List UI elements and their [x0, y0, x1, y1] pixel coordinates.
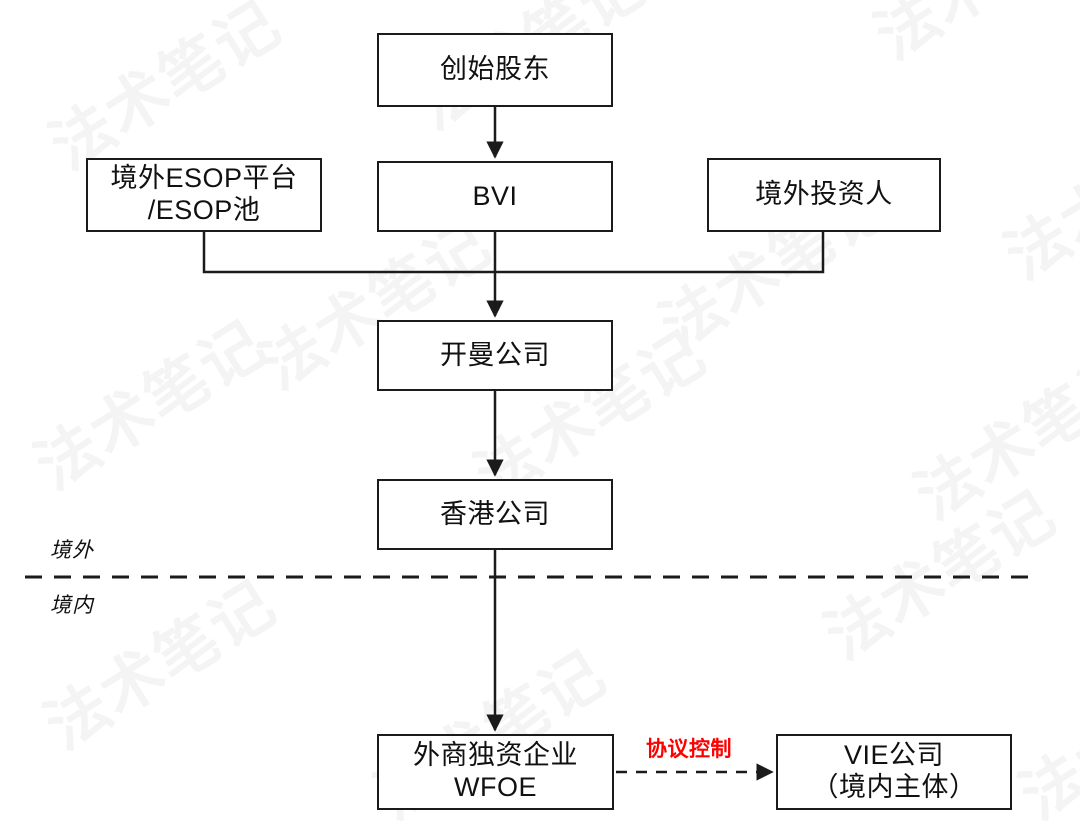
bvi-company-box[interactable]: BVI: [377, 161, 613, 232]
cayman-company-label: 开曼公司: [440, 340, 550, 372]
edge-esop-to-cayman: [202, 232, 495, 274]
bvi-company-label: BVI: [472, 181, 517, 213]
offshore-investor-box[interactable]: 境外投资人: [707, 158, 941, 232]
edge-investor-to-cayman: [495, 232, 825, 274]
wfoe-company-label-line1: 外商独资企业: [413, 740, 578, 771]
vie-company-label-line1: VIE公司: [843, 740, 945, 771]
offshore-zone-label: 境外: [50, 539, 94, 562]
vie-company-box[interactable]: VIE公司（境内主体）: [776, 734, 1012, 810]
hongkong-company-label-line1: 香港公司: [440, 498, 550, 529]
offshore-investor-label-line1: 境外投资人: [755, 179, 893, 210]
bvi-company-label-line1: BVI: [472, 180, 518, 211]
offshore-esop-label-line2: /ESOP池: [147, 195, 261, 225]
cayman-company-box[interactable]: 开曼公司: [377, 320, 613, 391]
offshore-esop-box[interactable]: 境外ESOP平台/ESOP池: [86, 158, 322, 232]
cayman-company-label-line1: 开曼公司: [440, 339, 550, 370]
vie-company-label-line2: （境内主体）: [811, 772, 977, 802]
offshore-investor-label: 境外投资人: [755, 179, 893, 211]
offshore-esop-label: 境外ESOP平台/ESOP池: [110, 163, 297, 227]
offshore-esop-label-line1: 境外ESOP平台: [110, 163, 298, 194]
hongkong-company-label: 香港公司: [440, 499, 550, 531]
contractual-control-label: 协议控制: [646, 738, 732, 761]
hongkong-company-box[interactable]: 香港公司: [377, 479, 613, 550]
vie-company-label: VIE公司（境内主体）: [812, 740, 977, 804]
founding-shareholder-label: 创始股东: [440, 54, 550, 86]
wfoe-company-label-line2: WFOE: [454, 772, 537, 802]
founding-shareholder-box[interactable]: 创始股东: [377, 33, 613, 107]
founding-shareholder-label-line1: 创始股东: [440, 54, 550, 85]
onshore-zone-label: 境内: [50, 594, 94, 617]
